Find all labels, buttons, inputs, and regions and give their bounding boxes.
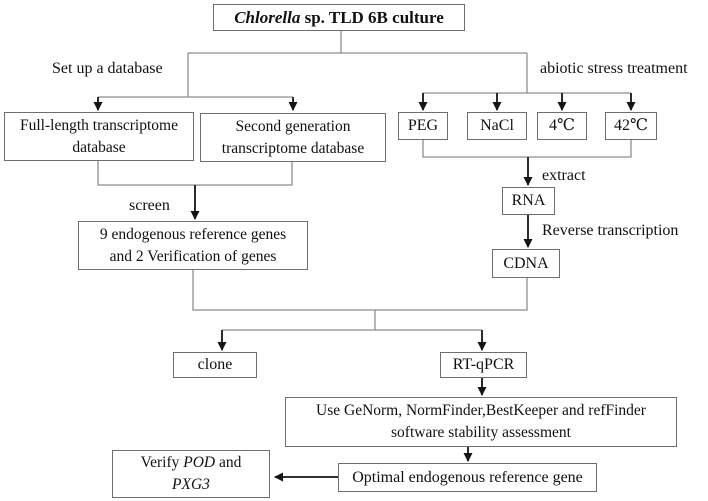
node-verify-genes: Verify POD and PXG3 bbox=[112, 450, 270, 498]
gene-pxg3: PXG3 bbox=[172, 476, 210, 493]
culture-title: Chlorella sp. TLD 6B culture bbox=[234, 7, 444, 27]
node-second-gen-db: Second generation transcriptome database bbox=[200, 113, 386, 162]
verify-line1: Verify POD and bbox=[140, 454, 242, 471]
node-4c: 4℃ bbox=[537, 112, 587, 140]
node-full-length-db: Full-length transcriptome database bbox=[4, 112, 194, 161]
label-extract: extract bbox=[542, 167, 586, 184]
node-optimal-gene: Optimal endogenous reference gene bbox=[338, 463, 597, 492]
node-nine-genes: 9 endogenous reference genes and 2 Verif… bbox=[78, 221, 308, 270]
gene-pod: POD bbox=[183, 454, 216, 471]
label-abiotic-stress: abiotic stress treatment bbox=[540, 60, 688, 77]
node-clone: clone bbox=[173, 352, 257, 378]
node-rt-qpcr: RT-qPCR bbox=[440, 352, 527, 378]
node-rna: RNA bbox=[502, 187, 555, 215]
edge-database-merge bbox=[97, 160, 293, 186]
label-set-up-database: Set up a database bbox=[52, 60, 163, 77]
node-software-assessment: Use GeNorm, NormFinder,BestKeeper and re… bbox=[285, 397, 677, 447]
node-cdna: CDNA bbox=[492, 249, 560, 278]
label-reverse-transcription: Reverse transcription bbox=[542, 222, 679, 239]
label-screen: screen bbox=[129, 197, 170, 214]
node-nacl: NaCl bbox=[467, 112, 527, 140]
species-name: Chlorella bbox=[234, 7, 301, 27]
edge-title-split bbox=[187, 30, 528, 97]
edge-mid-merge bbox=[192, 270, 528, 331]
node-peg: PEG bbox=[398, 112, 448, 140]
node-42c: 42℃ bbox=[605, 112, 657, 140]
edge-stress-merge bbox=[422, 140, 632, 158]
node-culture: Chlorella sp. TLD 6B culture bbox=[213, 4, 465, 31]
